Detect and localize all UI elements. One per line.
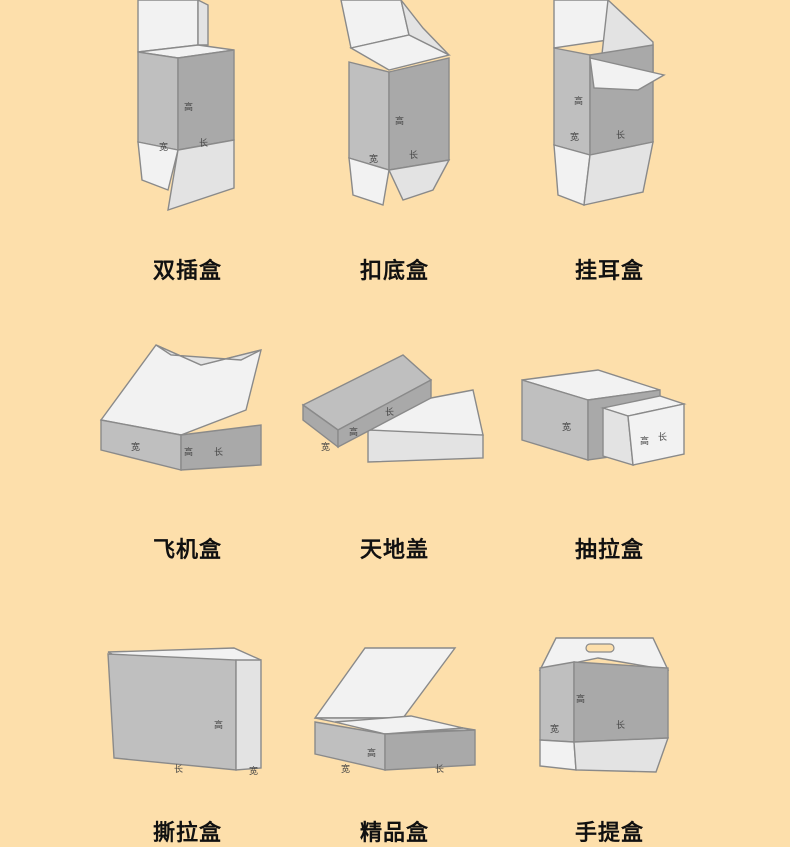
dimension-label-height: 高: [349, 426, 358, 438]
dimension-label-height: 高: [367, 747, 376, 759]
dimension-label-width: 宽: [341, 763, 350, 775]
lid-and-base-box-illustration: 宽 高 长: [301, 354, 484, 463]
box-name-label: 扣底盒: [359, 259, 429, 284]
dimension-label-width: 宽: [550, 723, 559, 735]
dimension-label-length: 长: [616, 129, 625, 141]
hang-tab-box-illustration: 高 宽 长: [553, 0, 666, 206]
dimension-label-length: 长: [409, 149, 418, 161]
dimension-label-width: 宽: [321, 441, 330, 453]
dimension-label-length: 长: [174, 763, 183, 775]
dimension-label-width: 宽: [159, 141, 168, 153]
drawer-box-illustration: 宽 高 长: [521, 369, 687, 466]
box-name-label: 挂耳盒: [574, 259, 644, 284]
lock-bottom-box-illustration: 高 宽 长: [340, 0, 452, 206]
dimension-label-width: 宽: [249, 765, 258, 777]
dimension-label-height: 高: [184, 101, 193, 113]
mailer-box-illustration: 宽 高 长: [99, 344, 262, 471]
dimension-label-length: 长: [199, 137, 208, 149]
dimension-label-height: 高: [214, 719, 223, 731]
dimension-label-width: 宽: [369, 153, 378, 165]
dimension-label-height: 高: [395, 115, 404, 127]
dimension-label-length: 长: [385, 406, 394, 418]
dimension-label-height: 高: [184, 446, 193, 458]
dimension-label-width: 宽: [131, 441, 140, 453]
box-name-label: 天地盖: [359, 538, 429, 563]
dimension-label-length: 长: [658, 431, 667, 443]
handle-box-illustration: 高 宽 长: [538, 637, 670, 773]
dimension-label-width: 宽: [562, 421, 571, 433]
premium-box-illustration: 高 宽 长: [313, 647, 476, 775]
dimension-label-width: 宽: [570, 131, 579, 143]
carry-handle-cutout: [585, 643, 615, 653]
box-name-label: 手提盒: [574, 821, 644, 846]
box-name-label: 双插盒: [152, 259, 222, 284]
box-name-label: 飞机盒: [152, 538, 222, 563]
double-tuck-box-illustration: 高 宽 长: [137, 0, 235, 212]
box-name-label: 抽拉盒: [574, 538, 644, 563]
dimension-label-height: 高: [574, 95, 583, 107]
tear-strip-box-illustration: 高 长 宽: [107, 647, 262, 777]
dimension-label-length: 长: [214, 446, 223, 458]
dimension-label-length: 长: [616, 719, 625, 731]
dimension-label-length: 长: [435, 763, 444, 775]
dimension-label-height: 高: [640, 435, 649, 447]
dimension-label-height: 高: [576, 693, 585, 705]
